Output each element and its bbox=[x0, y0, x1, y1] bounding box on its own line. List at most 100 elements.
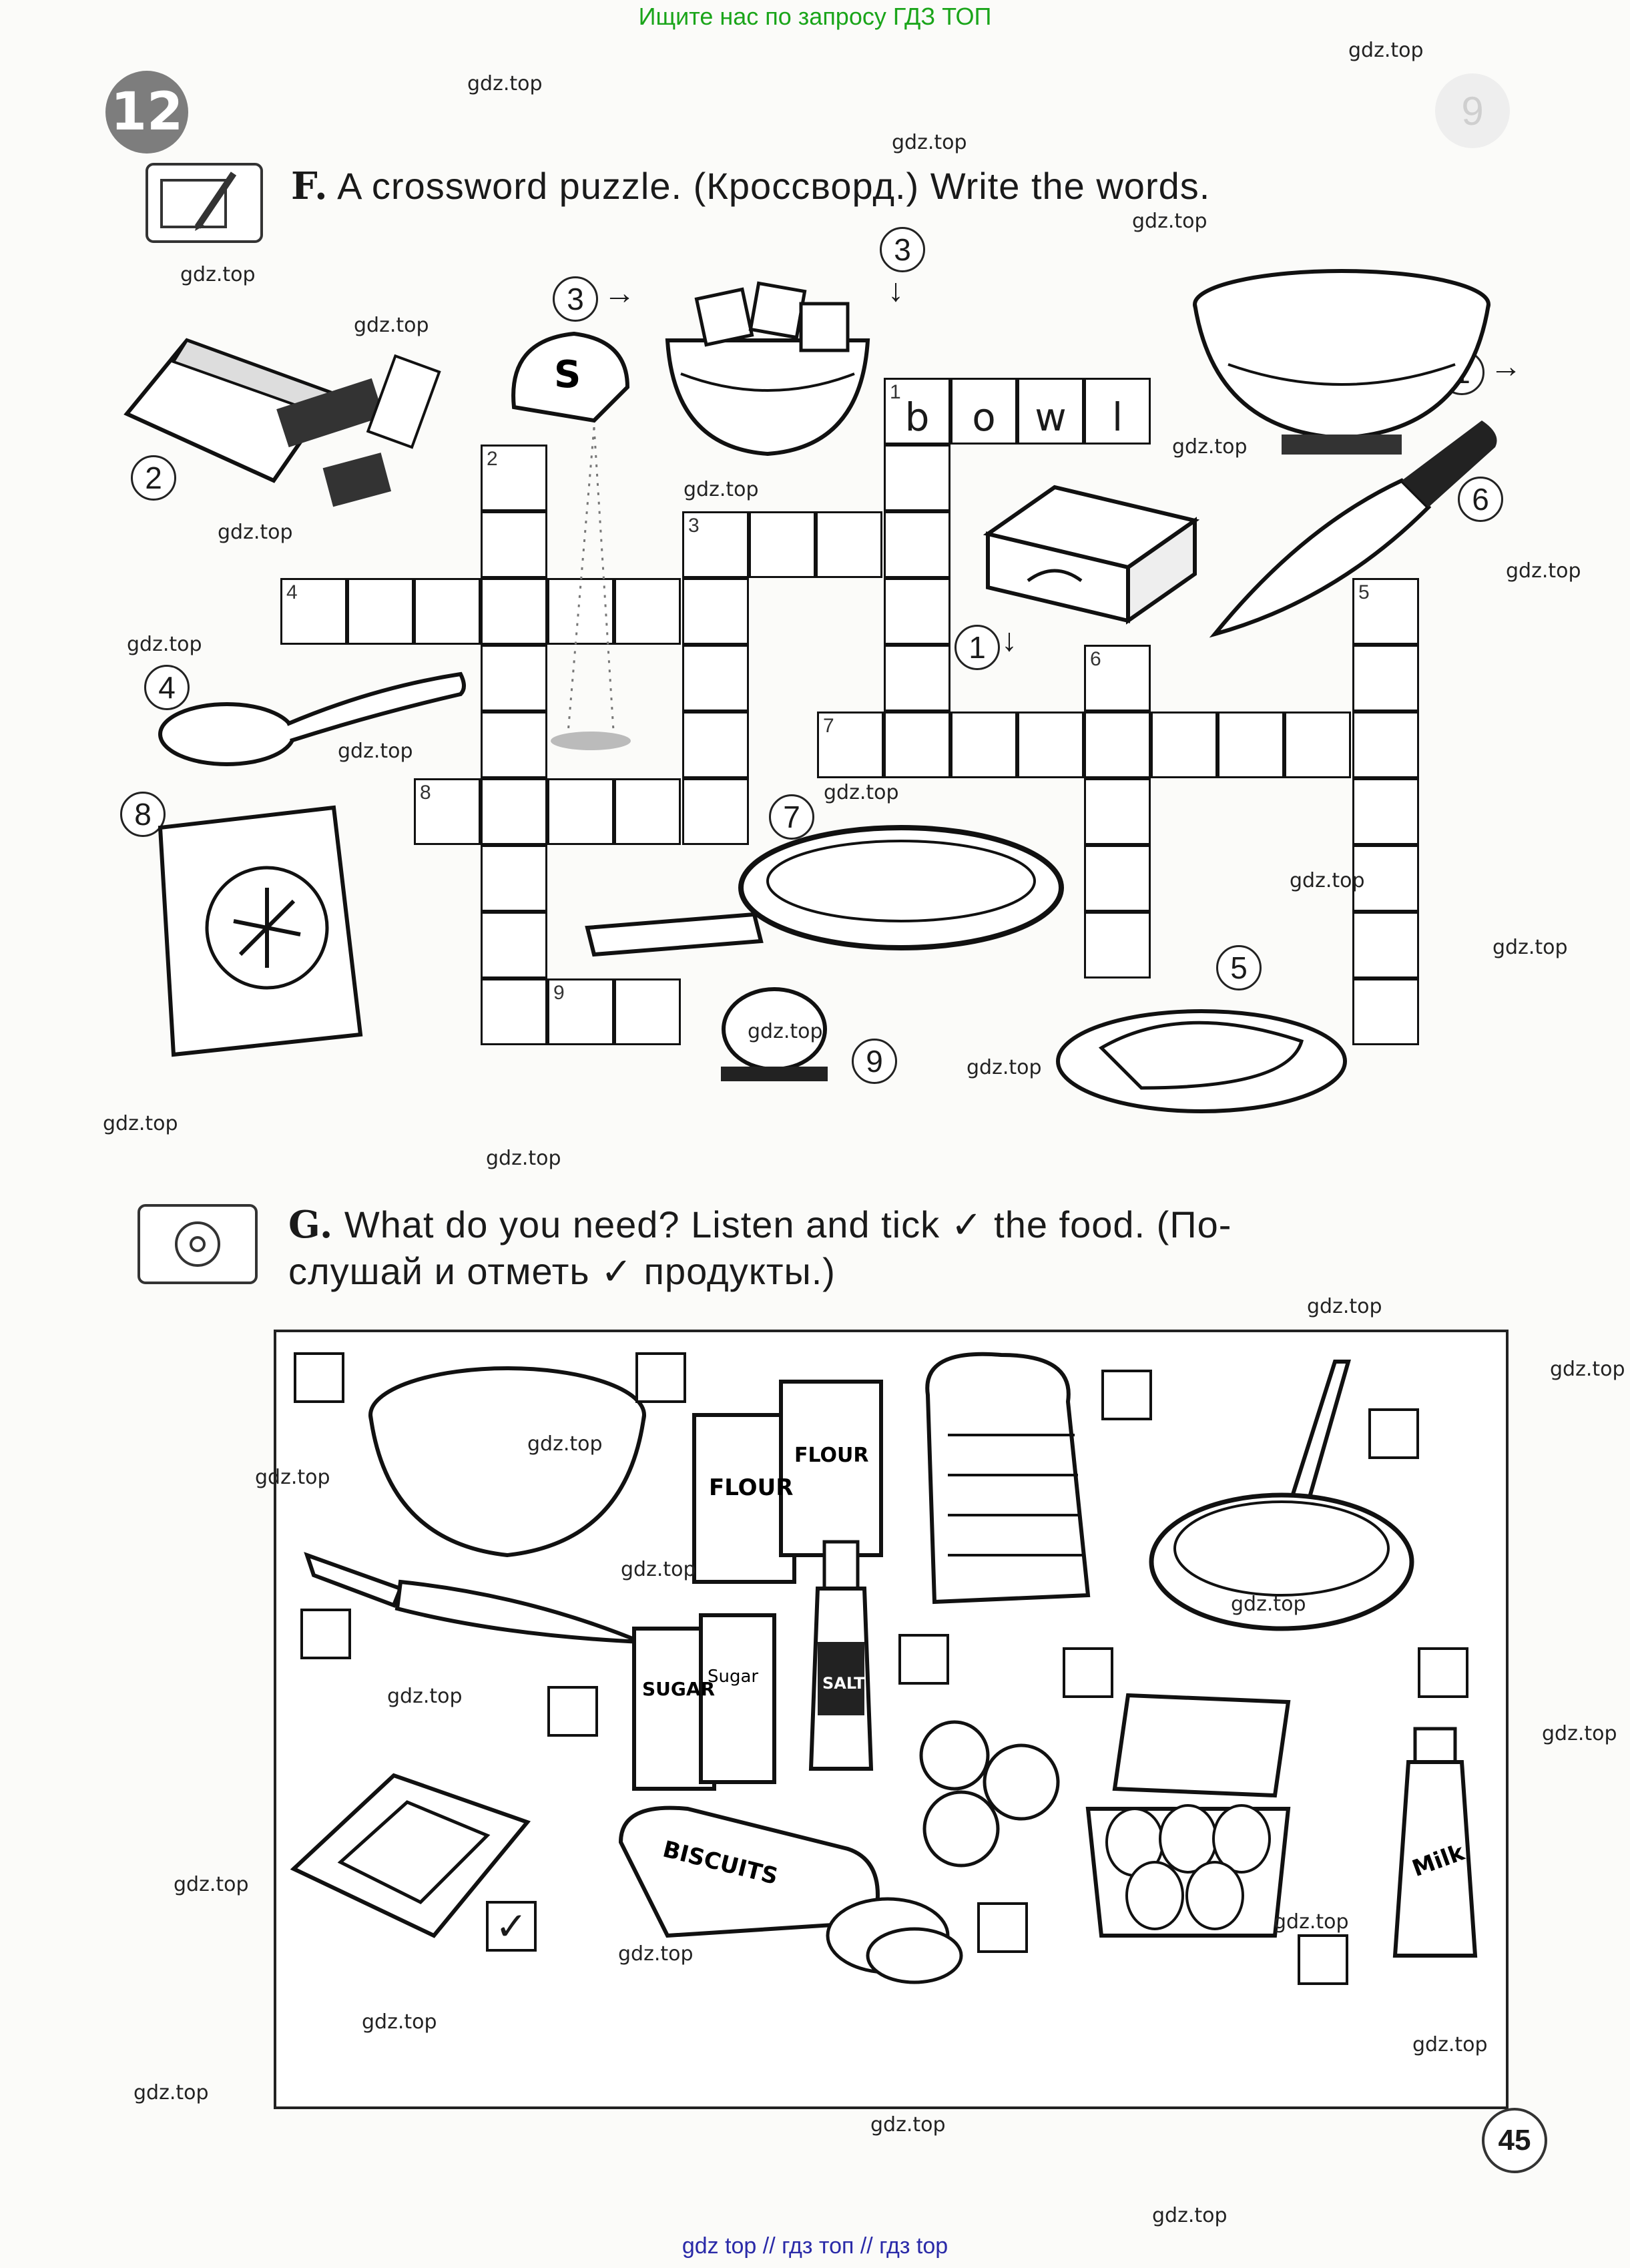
crossword-cell[interactable]: l bbox=[1084, 378, 1151, 445]
watermark: gdz.top bbox=[824, 781, 899, 804]
crossword-cell[interactable] bbox=[481, 712, 547, 778]
crossword-cell[interactable] bbox=[884, 445, 950, 511]
tick-box-bread[interactable] bbox=[1101, 1370, 1152, 1420]
watermark: gdz.top bbox=[870, 2113, 946, 2137]
exercise-g-instruction: G. What do you need? Listen and tick ✓ t… bbox=[288, 1201, 1232, 1295]
tick-box-sugar[interactable] bbox=[547, 1686, 598, 1737]
crossword-cell[interactable] bbox=[1352, 645, 1419, 712]
crossword-cell[interactable] bbox=[481, 578, 547, 645]
crossword-cell[interactable] bbox=[1084, 712, 1151, 778]
crossword-cell[interactable] bbox=[614, 978, 681, 1045]
watermark: gdz.top bbox=[618, 1942, 694, 1966]
tick-box-apples[interactable] bbox=[1063, 1647, 1113, 1698]
crossword-cell[interactable] bbox=[1217, 712, 1284, 778]
crossword-cell[interactable] bbox=[347, 578, 414, 645]
tick-box-bowl[interactable] bbox=[294, 1352, 344, 1403]
watermark: gdz.top bbox=[467, 72, 543, 95]
svg-text:SALT: SALT bbox=[822, 1674, 865, 1693]
crossword-cell[interactable] bbox=[884, 712, 950, 778]
butter-icon bbox=[983, 485, 1200, 625]
crossword-cell[interactable]: 9 bbox=[547, 978, 614, 1045]
crossword-cell[interactable] bbox=[1284, 712, 1351, 778]
crossword-cell[interactable] bbox=[481, 778, 547, 845]
clue-circle: 4 bbox=[144, 665, 190, 710]
watermark: gdz.top bbox=[684, 478, 759, 501]
crossword-cell[interactable] bbox=[481, 912, 547, 978]
tick-box-frying-pan[interactable] bbox=[1368, 1408, 1419, 1459]
crossword-cell[interactable] bbox=[682, 578, 749, 645]
crossword-cell[interactable]: w bbox=[1017, 378, 1084, 445]
clue-circle: 8 bbox=[120, 792, 166, 837]
crossword-cell[interactable] bbox=[1084, 912, 1151, 978]
clue-circle: 2 bbox=[131, 455, 176, 501]
footer-links[interactable]: gdz top // гдз топ // гдз top bbox=[682, 2233, 948, 2259]
tick-box-milk[interactable] bbox=[1418, 1647, 1468, 1698]
knife-icon bbox=[304, 1552, 642, 1644]
watermark: gdz.top bbox=[1307, 1295, 1382, 1318]
crossword-cell[interactable] bbox=[682, 778, 749, 845]
sugar-packets-icon: SUGAR Sugar bbox=[632, 1613, 776, 1791]
crossword-cell[interactable] bbox=[1352, 778, 1419, 845]
crossword-cell[interactable] bbox=[1084, 845, 1151, 912]
cell-letter-l: l bbox=[1111, 394, 1123, 440]
top-banner[interactable]: Ищите нас по запросу ГДЗ ТОП bbox=[638, 3, 992, 30]
crossword-cell[interactable]: o bbox=[950, 378, 1017, 445]
crossword-cell[interactable]: 7 bbox=[817, 712, 884, 778]
crossword-cell[interactable] bbox=[884, 645, 950, 712]
unit-number-badge: 12 bbox=[105, 71, 188, 154]
arrow-right-icon: → bbox=[603, 276, 635, 311]
crossword-cell[interactable]: 5 bbox=[1352, 578, 1419, 645]
mixing-bowl-icon bbox=[368, 1366, 646, 1558]
crossword-cell[interactable] bbox=[884, 578, 950, 645]
crossword-cell[interactable] bbox=[614, 778, 681, 845]
tick-box-eggs[interactable] bbox=[1298, 1934, 1348, 1985]
crossword-cell[interactable] bbox=[1151, 712, 1217, 778]
svg-text:FLOUR: FLOUR bbox=[794, 1444, 869, 1467]
crossword-cell[interactable] bbox=[414, 578, 481, 645]
sugar-bowl-icon bbox=[665, 281, 870, 457]
exercise-f-text: A crossword puzzle. (Кроссворд.) Write t… bbox=[337, 165, 1211, 207]
crossword-cell[interactable] bbox=[1084, 778, 1151, 845]
salt-shaker-icon: S bbox=[511, 331, 631, 750]
watermark: gdz.top bbox=[892, 131, 967, 154]
crossword-cell[interactable]: 8 bbox=[414, 778, 481, 845]
watermark: gdz.top bbox=[1172, 435, 1248, 459]
crossword-cell[interactable] bbox=[481, 845, 547, 912]
milk-bottle-icon: Milk bbox=[1392, 1727, 1478, 1958]
crossword-cell[interactable] bbox=[749, 511, 816, 578]
watermark: gdz.top bbox=[527, 1432, 603, 1456]
clue-number: 4 bbox=[286, 581, 298, 603]
tick-box-knife[interactable] bbox=[300, 1609, 351, 1659]
crossword-cell[interactable] bbox=[884, 511, 950, 578]
clue-number: 8 bbox=[420, 782, 431, 804]
crossword-cell[interactable] bbox=[682, 712, 749, 778]
crossword-cell[interactable] bbox=[1017, 712, 1084, 778]
crossword-cell[interactable] bbox=[1352, 978, 1419, 1045]
chocolate-bar-icon bbox=[123, 338, 441, 507]
tick-box-biscuits[interactable] bbox=[977, 1902, 1028, 1953]
crossword-cell[interactable] bbox=[950, 712, 1017, 778]
crossword-cell[interactable] bbox=[1352, 912, 1419, 978]
apples-icon bbox=[919, 1720, 1060, 1868]
crossword-cell[interactable]: 6 bbox=[1084, 645, 1151, 712]
watermark: gdz.top bbox=[1274, 1910, 1349, 1934]
crossword-cell[interactable] bbox=[481, 511, 547, 578]
crossword-cell[interactable] bbox=[1352, 712, 1419, 778]
crossword-cell[interactable] bbox=[481, 645, 547, 712]
crossword-cell[interactable] bbox=[682, 645, 749, 712]
crossword-cell[interactable]: 3 bbox=[682, 511, 749, 578]
svg-text:Sugar: Sugar bbox=[708, 1667, 758, 1687]
crossword-cell[interactable] bbox=[614, 578, 681, 645]
crossword-cell[interactable] bbox=[816, 511, 882, 578]
crossword-cell[interactable]: 4 bbox=[280, 578, 347, 645]
mixing-bowl-icon bbox=[1193, 269, 1490, 455]
tick-box-butter[interactable]: ✓ bbox=[486, 1901, 537, 1952]
crossword-cell[interactable]: 2 bbox=[481, 445, 547, 511]
crossword-cell[interactable] bbox=[547, 778, 614, 845]
crossword-cell[interactable] bbox=[1352, 845, 1419, 912]
crossword-cell[interactable] bbox=[481, 978, 547, 1045]
tick-box-flour[interactable] bbox=[635, 1352, 686, 1403]
clue-circle: 1 bbox=[955, 625, 1000, 670]
tick-box-salt[interactable] bbox=[898, 1634, 949, 1685]
